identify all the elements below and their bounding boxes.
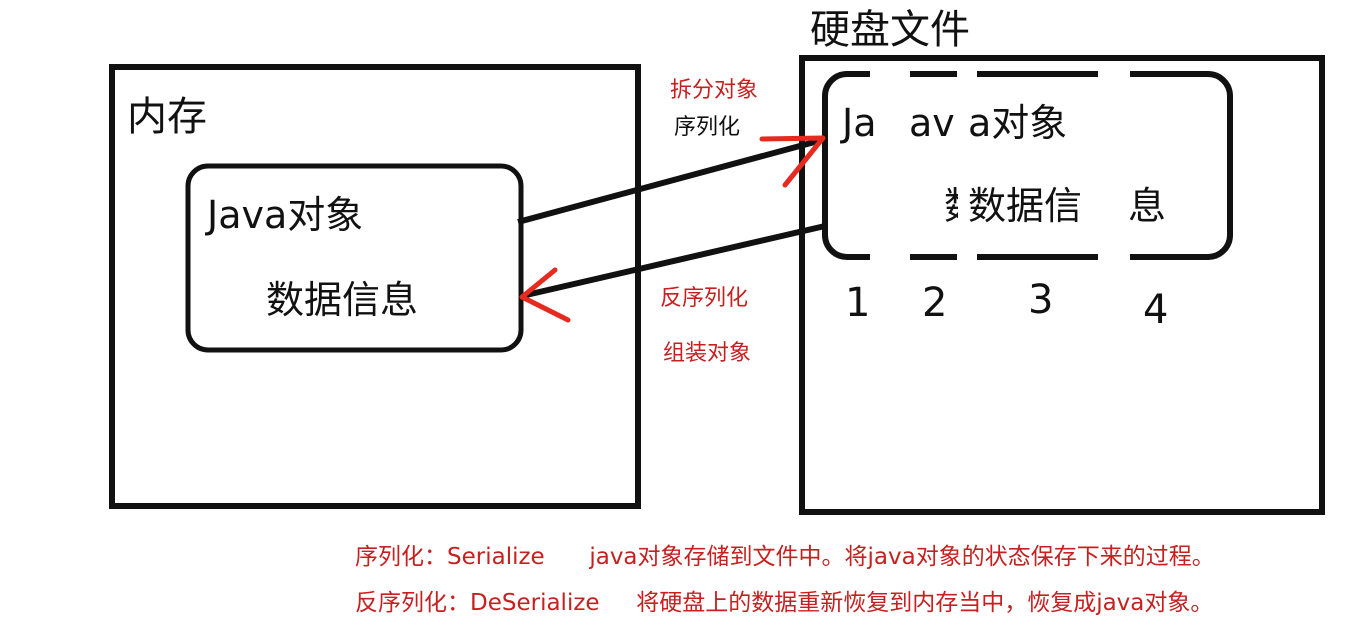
disk-fragment-3-data: 数据信 [968, 184, 1083, 228]
deserialize-label-assemble: 组装对象 [663, 341, 752, 366]
disk-box [799, 55, 1325, 515]
memory-box [109, 64, 641, 509]
disk-fragment-4-data: 息 [1128, 184, 1167, 228]
note-deserialize-term: 反序列化：DeSerialize [355, 590, 600, 616]
serialize-arrowhead-icon [759, 135, 826, 188]
memory-object-name: Java对象 [207, 193, 364, 237]
chunk-gap-1-bottom [870, 250, 910, 264]
chunk-gap-1-top [870, 68, 910, 80]
note-serialize-description: java对象存储到文件中。将java对象的状态保存下来的过程。 [589, 544, 1215, 570]
chunk-number-4: 4 [1143, 287, 1169, 333]
memory-title: 内存 [127, 94, 207, 140]
chunk-number-1: 1 [845, 280, 871, 326]
disk-object-box [822, 71, 1233, 260]
note-deserialize-description: 将硬盘上的数据重新恢复到内存当中，恢复成java对象。 [636, 590, 1214, 616]
chunk-gap-3-top [1098, 68, 1130, 80]
chunk-gap-3-bottom [1098, 250, 1130, 264]
deserialize-arrow-line [521, 223, 826, 299]
chunk-number-2: 2 [922, 280, 948, 326]
note-serialize: 序列化：Serialize java对象存储到文件中。将java对象的状态保存下… [355, 546, 1215, 569]
note-serialize-term: 序列化：Serialize [355, 544, 545, 570]
note-deserialize: 反序列化：DeSerialize 将硬盘上的数据重新恢复到内存当中，恢复成jav… [355, 592, 1213, 615]
disk-fragment-2-text: av [909, 101, 955, 145]
deserialize-arrowhead-icon [519, 267, 571, 323]
memory-object-data: 数据信息 [266, 278, 419, 322]
disk-fragment-3-text: a对象 [968, 101, 1068, 145]
deserialize-label: 反序列化 [660, 286, 749, 311]
serialize-label: 序列化 [674, 115, 741, 140]
chunk-gap-2-bottom [957, 250, 977, 264]
disk-fragment-1-text: Ja [842, 101, 877, 145]
serialize-arrow-line [517, 137, 823, 225]
chunk-number-3: 3 [1028, 277, 1054, 323]
serialize-label-split: 拆分对象 [670, 78, 759, 103]
memory-object-box [185, 163, 524, 353]
chunk-gap-2-top [957, 68, 977, 80]
disk-fragment-2-partial: 数 [944, 187, 958, 225]
disk-title: 硬盘文件 [810, 7, 970, 53]
